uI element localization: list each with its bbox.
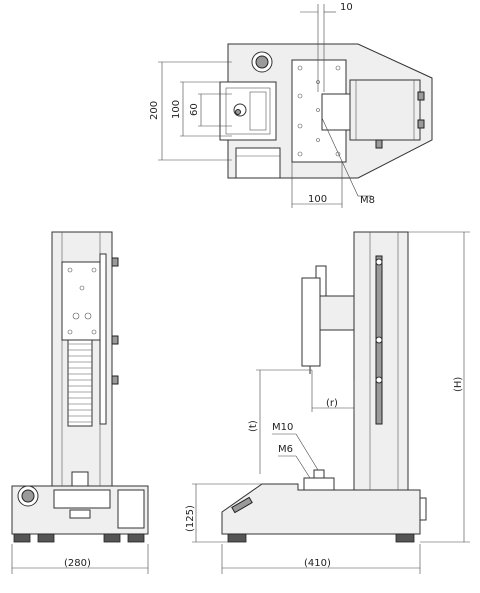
dim-thread-top: M8 [360,195,375,206]
front-view-dimensions: (280) [11,544,149,574]
dim-side-width: (410) [304,558,331,569]
dim-top-height-inner: 60 [189,103,200,116]
dim-thread-side-lower: M6 [278,444,293,455]
side-view-stage [303,477,335,491]
top-view-gauge-adapter [321,93,351,131]
side-view-gauge [301,277,321,367]
dim-front-width: (280) [64,558,91,569]
dim-side-reach: (r) [326,398,338,409]
dim-side-stroke: (t) [248,420,259,432]
side-view-base [221,483,421,535]
top-view-lower-box [235,147,281,179]
side-view-dimensions: (H) (t) (r) (125) (410) M10 M6 [185,231,470,574]
dim-top-height-total: 200 [149,101,160,120]
front-view [11,231,149,543]
front-view-rack [67,337,93,427]
side-view [221,231,427,543]
dim-top-height-mid: 100 [171,100,182,119]
dim-thread-side-upper: M10 [272,422,293,433]
dim-side-height: (H) [453,377,464,392]
dim-top-width-offset: 10 [340,2,353,13]
dim-top-bottom-width: 100 [308,194,327,205]
top-view-panel [219,81,277,141]
top-view-gauge [349,79,421,141]
front-view-plate [61,261,103,341]
top-view [219,43,433,179]
top-view-dimensions: 10 200 100 60 100 M8 [149,2,375,208]
dim-side-base-height: (125) [185,505,196,532]
